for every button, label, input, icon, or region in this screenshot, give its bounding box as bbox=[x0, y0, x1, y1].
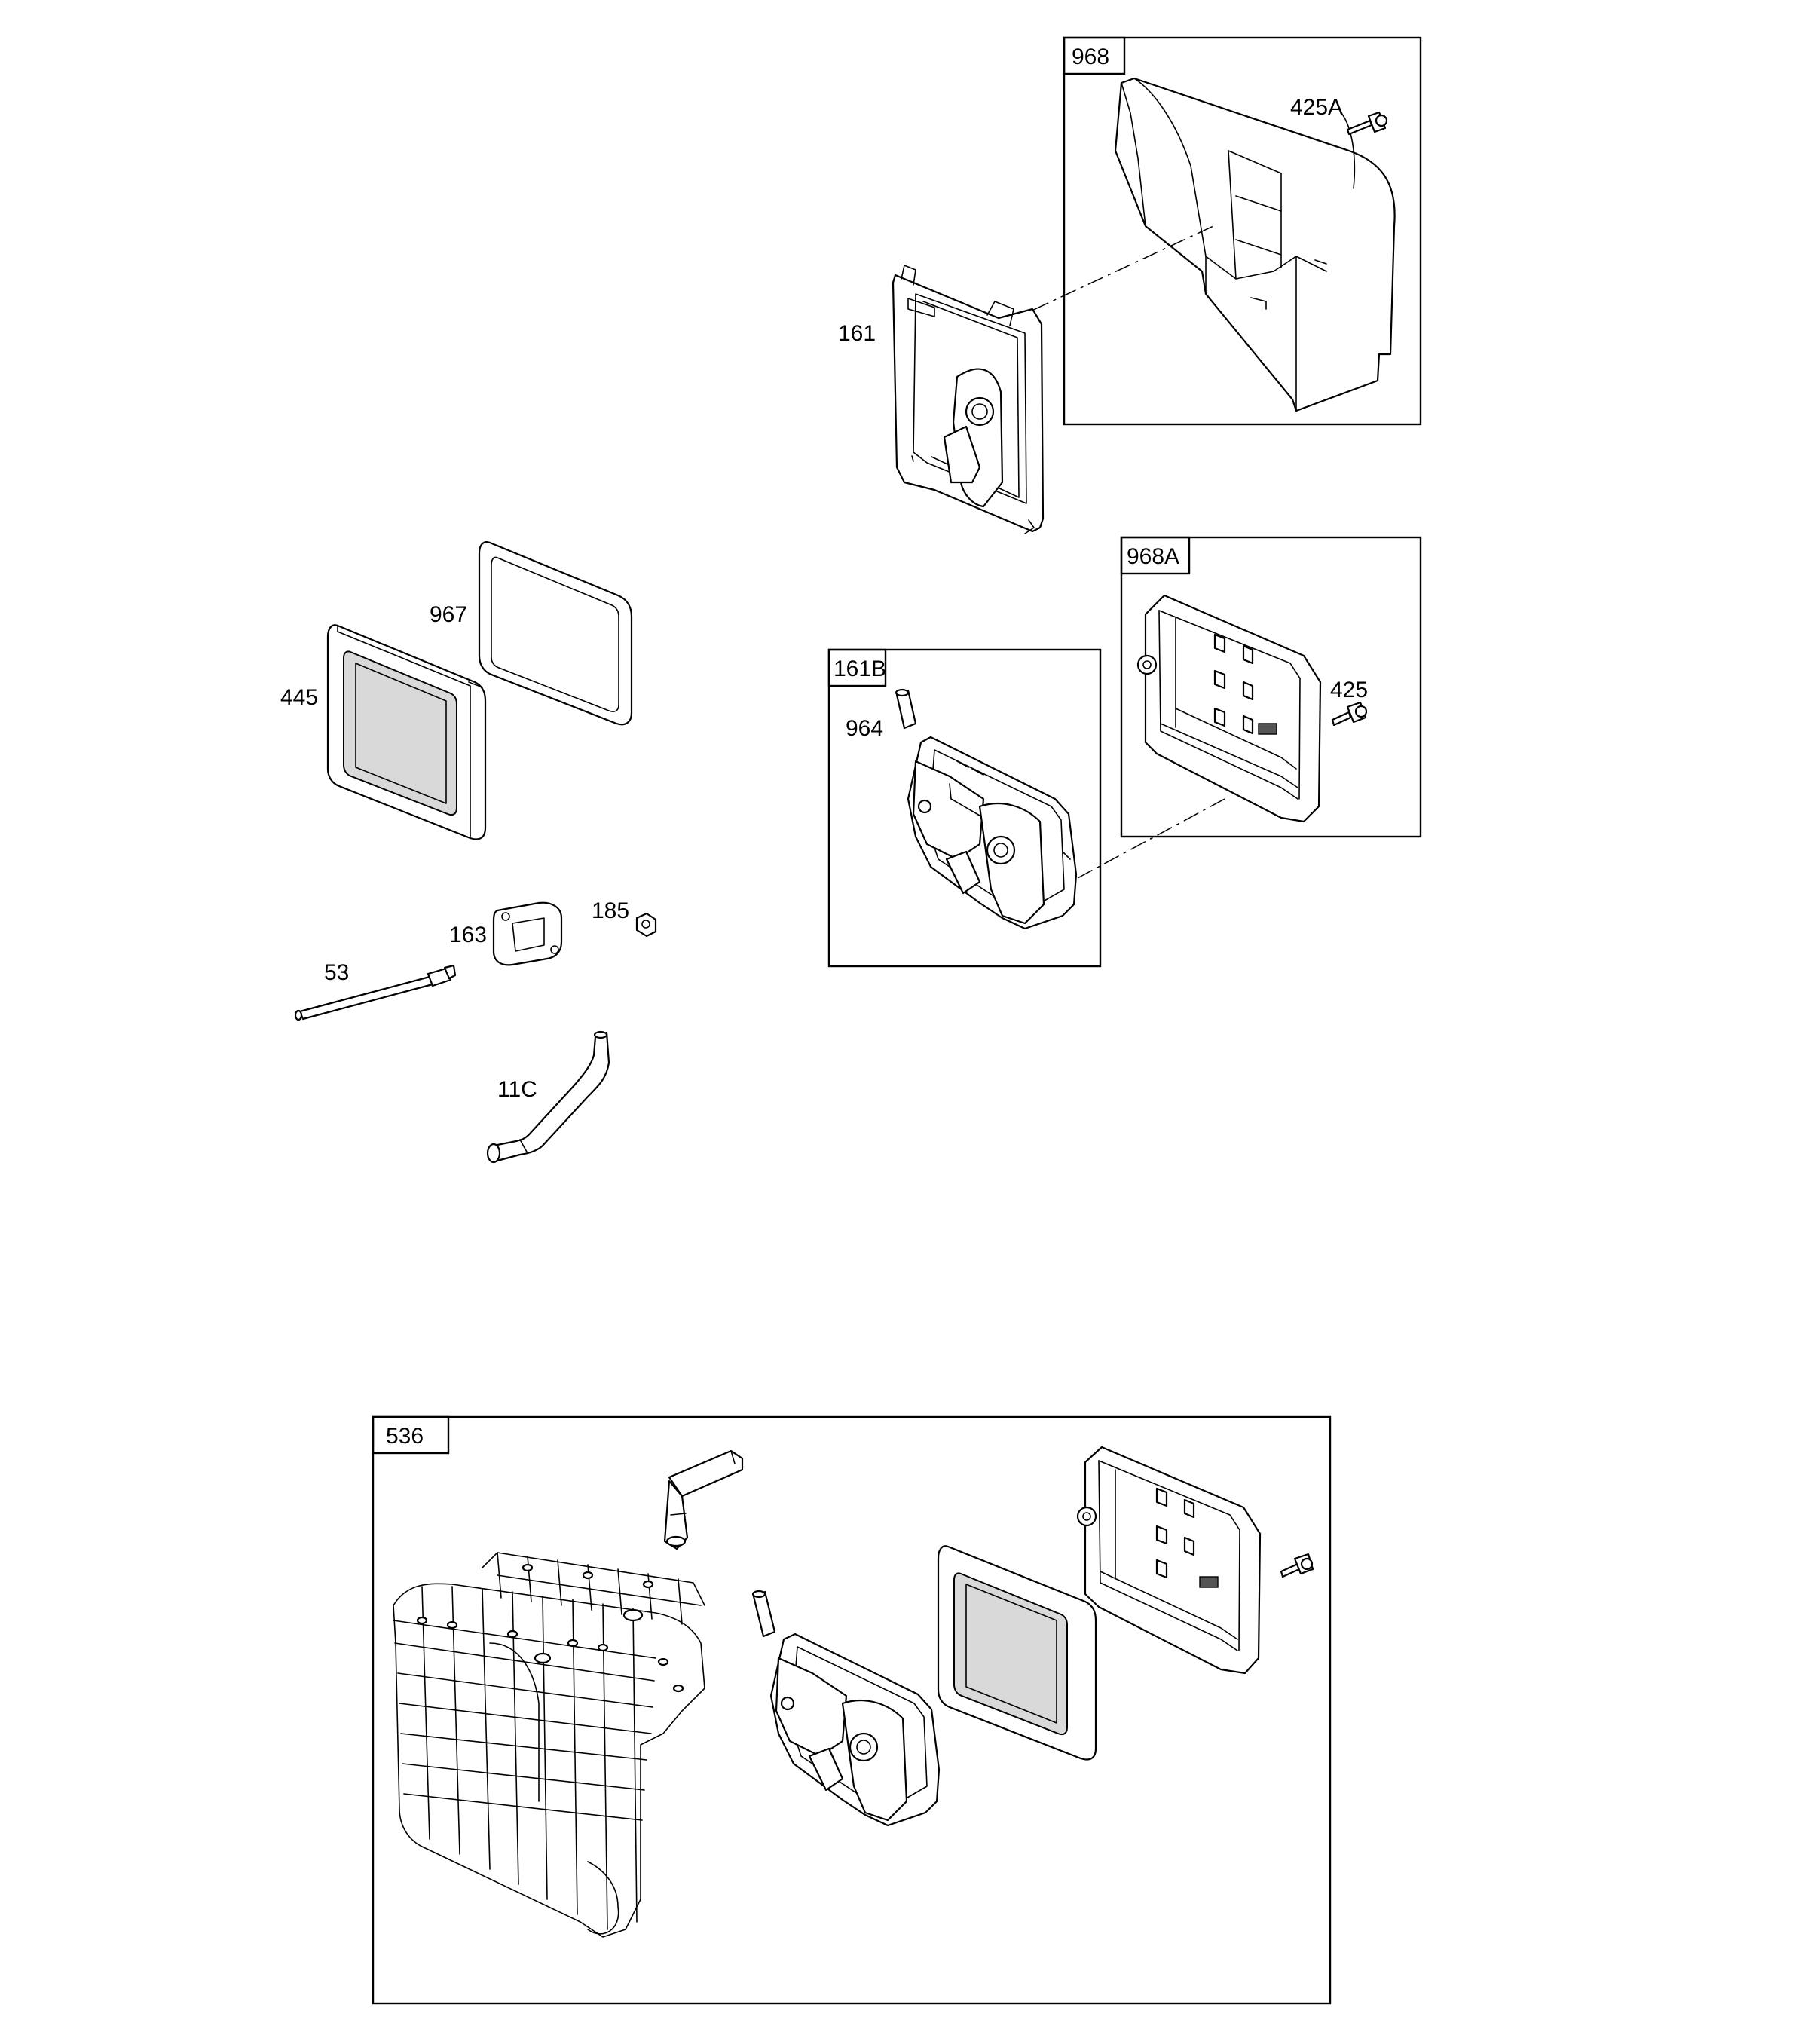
part-968-shroud bbox=[1114, 77, 1396, 412]
part-445-filter: 445 bbox=[280, 624, 487, 840]
part-161B-base bbox=[907, 736, 1078, 930]
part-11C-hose: 11C bbox=[486, 1030, 610, 1164]
part-536-base bbox=[769, 1633, 941, 1827]
label-161B: 161B bbox=[834, 656, 886, 681]
label-445: 445 bbox=[280, 685, 318, 710]
label-425: 425 bbox=[1330, 678, 1368, 702]
part-425A-screw: 425A bbox=[1290, 95, 1388, 136]
label-11C: 11C bbox=[497, 1077, 537, 1102]
part-536-tube bbox=[751, 1590, 776, 1638]
label-964: 964 bbox=[846, 716, 883, 741]
part-967-gasket: 967 bbox=[430, 541, 633, 726]
part-968A-housing bbox=[1136, 594, 1322, 823]
label-161: 161 bbox=[838, 321, 876, 346]
leader-161-968 bbox=[1005, 225, 1214, 323]
part-161-base: 161 bbox=[838, 265, 1045, 534]
leader-161B-968A bbox=[1077, 798, 1225, 879]
label-53: 53 bbox=[324, 960, 349, 985]
box-968: 968 bbox=[1063, 36, 1422, 426]
part-536-screw bbox=[1280, 1553, 1314, 1578]
part-536-filter bbox=[937, 1545, 1097, 1761]
part-964-tube: 964 bbox=[846, 688, 917, 741]
box-968A: 968A bbox=[1120, 536, 1422, 838]
label-968A: 968A bbox=[1127, 544, 1179, 569]
label-536: 536 bbox=[386, 1424, 424, 1449]
part-185-nut: 185 bbox=[592, 898, 657, 938]
part-53-stud: 53 bbox=[294, 960, 457, 1021]
label-967: 967 bbox=[430, 602, 467, 627]
box-161B: 161B bbox=[827, 648, 1102, 968]
label-163: 163 bbox=[449, 923, 487, 947]
label-185: 185 bbox=[592, 898, 629, 923]
part-536-housing bbox=[1076, 1446, 1262, 1675]
box-536: 536 bbox=[372, 1415, 1332, 2005]
part-425-screw: 425 bbox=[1330, 678, 1368, 727]
label-968: 968 bbox=[1072, 44, 1109, 69]
part-163-gasket: 163 bbox=[449, 901, 563, 966]
label-425A: 425A bbox=[1290, 95, 1343, 120]
part-536-elbow bbox=[663, 1449, 744, 1550]
part-536-cage bbox=[393, 1552, 705, 1938]
